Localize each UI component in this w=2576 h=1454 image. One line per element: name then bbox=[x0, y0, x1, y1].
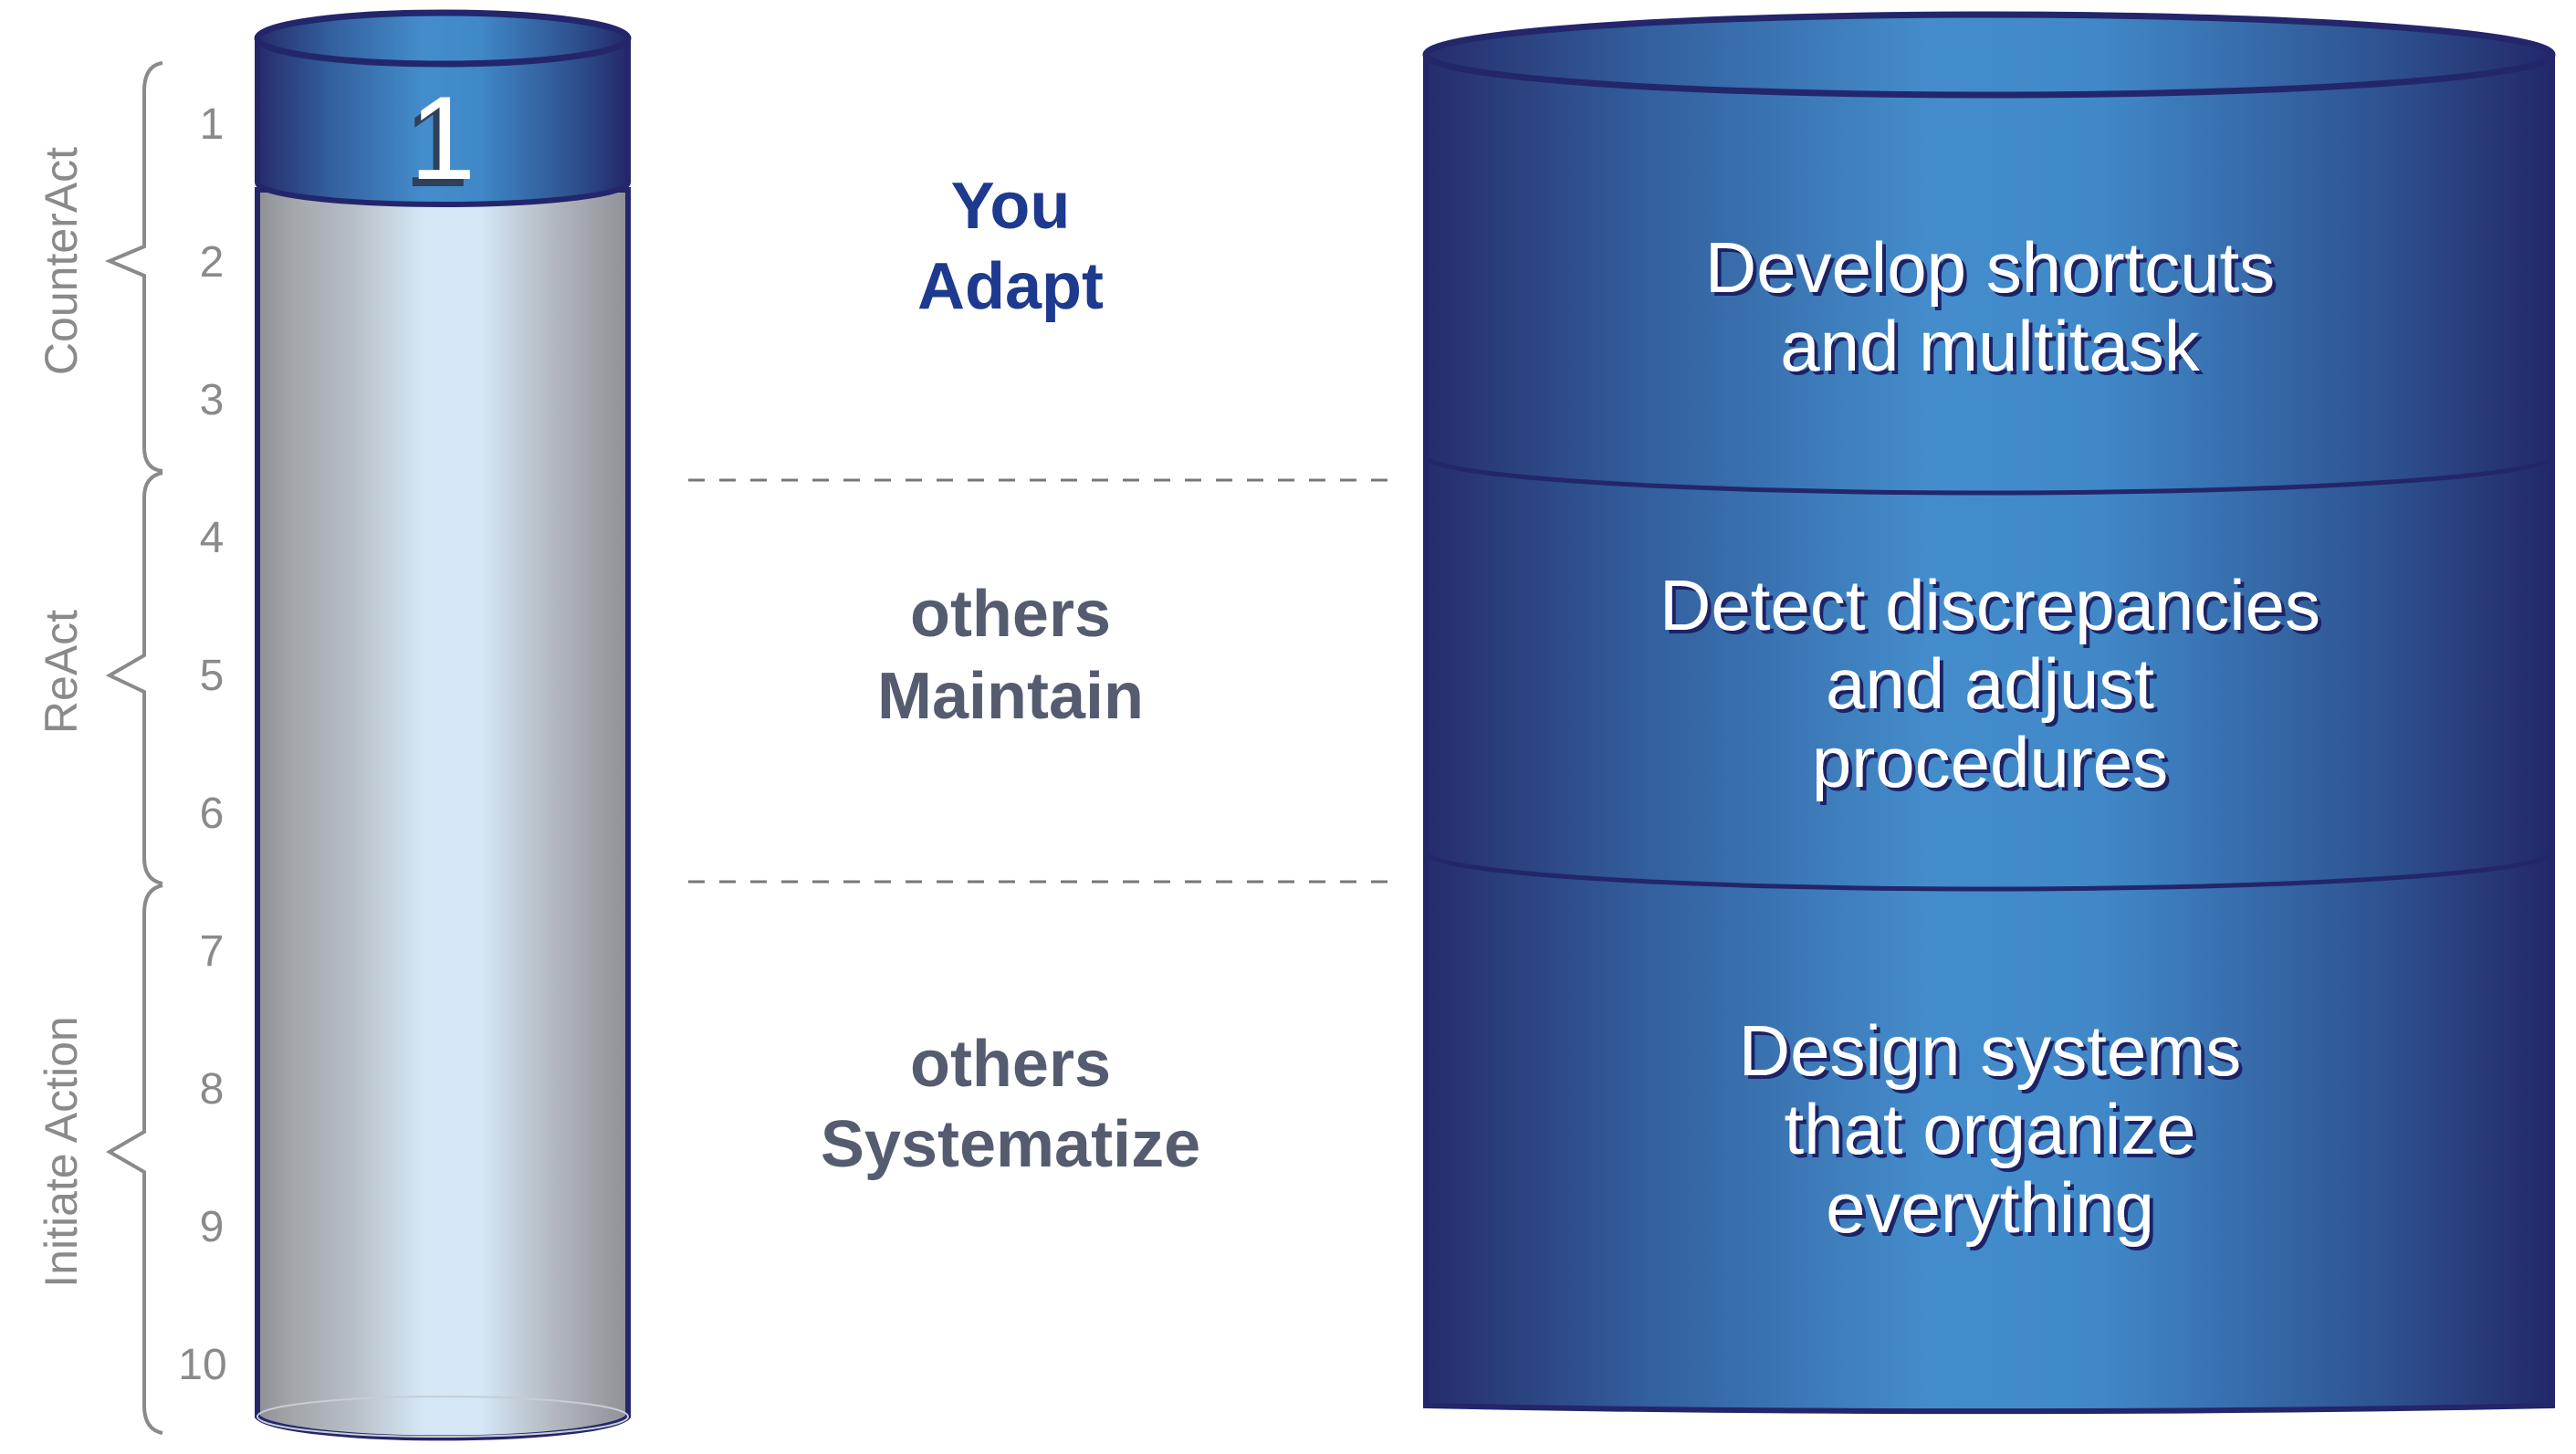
approach-cylinder bbox=[1422, 11, 2556, 1415]
bracket-counteract bbox=[104, 61, 163, 473]
scale-numbers: 1 2 3 4 5 6 7 8 9 10 bbox=[178, 100, 226, 1389]
middle-label-1-line1: You bbox=[951, 170, 1071, 243]
approach-text-line: that organize bbox=[1785, 1089, 2196, 1169]
approach-text-line: and adjust bbox=[1826, 643, 2154, 724]
scale-number: 10 bbox=[178, 1341, 226, 1389]
scale-number: 2 bbox=[200, 238, 225, 287]
bracket-initiate-action bbox=[106, 884, 163, 1435]
approach-text-line: Design systems bbox=[1739, 1010, 2242, 1091]
bracket-react bbox=[105, 471, 163, 885]
group-label-counteract: CounterAct bbox=[36, 147, 87, 375]
approach-text-line: Develop shortcuts bbox=[1705, 227, 2275, 308]
scale-number: 4 bbox=[200, 514, 225, 562]
scale-number: 1 bbox=[200, 100, 225, 149]
middle-label-3-line2: Systematize bbox=[821, 1108, 1200, 1181]
approach-text-line: and multitask bbox=[1780, 306, 2201, 386]
level-value: 1 bbox=[410, 71, 476, 204]
scale-number: 8 bbox=[200, 1065, 225, 1114]
group-label-initiate-action: Initiate Action bbox=[36, 1016, 87, 1287]
scale-number: 3 bbox=[200, 376, 225, 424]
middle-label-3-line1: others bbox=[910, 1028, 1111, 1101]
middle-label-2-line2: Maintain bbox=[877, 660, 1144, 733]
approach-text-line: procedures bbox=[1812, 722, 2168, 802]
approach-text-line: Detect discrepancies bbox=[1660, 565, 2320, 645]
scale-number: 9 bbox=[200, 1203, 225, 1251]
scale-number: 5 bbox=[200, 652, 225, 700]
scale-number: 7 bbox=[200, 927, 225, 976]
middle-label-2-line1: others bbox=[910, 578, 1111, 651]
approach-text-line: everything bbox=[1826, 1167, 2154, 1248]
group-label-react: ReAct bbox=[36, 610, 87, 734]
level-cylinder: 1 bbox=[254, 9, 632, 1441]
scale-number: 6 bbox=[200, 790, 225, 838]
middle-label-1-line2: Adapt bbox=[917, 250, 1104, 323]
